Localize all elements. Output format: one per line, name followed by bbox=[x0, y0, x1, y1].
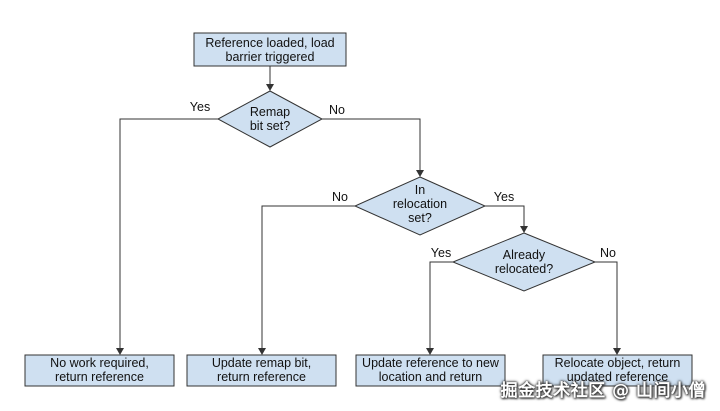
arrowhead bbox=[258, 348, 266, 355]
decision-relocation-line2: relocation bbox=[393, 197, 447, 211]
edge-relocated-no bbox=[595, 261, 618, 348]
arrowhead bbox=[613, 348, 621, 355]
node-relocate-object-line1: Relocate object, return bbox=[555, 356, 681, 370]
edge-relocation-yes bbox=[485, 205, 525, 226]
node-no-work: No work required, return reference bbox=[24, 354, 175, 387]
edge-remap-yes bbox=[119, 118, 218, 348]
watermark: 掘金技术社区 @ 山间小僧 bbox=[500, 381, 706, 401]
decision-relocation-line1: In bbox=[415, 183, 425, 197]
arrowhead bbox=[426, 348, 434, 355]
decision-remap-line2: bit set? bbox=[250, 119, 290, 133]
decision-relocation-line3: set? bbox=[408, 211, 432, 225]
arrowhead bbox=[416, 170, 424, 177]
arrowhead bbox=[116, 348, 124, 355]
label-relocated-yes: Yes bbox=[431, 246, 451, 260]
node-update-remap-line1: Update remap bit, bbox=[212, 356, 311, 370]
node-update-remap: Update remap bit, return reference bbox=[186, 354, 337, 387]
label-remap-yes: Yes bbox=[190, 100, 210, 114]
decision-remap-line1: Remap bbox=[250, 105, 290, 119]
arrowhead bbox=[266, 84, 274, 91]
label-relocation-no: No bbox=[332, 190, 348, 204]
node-no-work-line2: return reference bbox=[55, 370, 144, 384]
decision-relocation: In relocation set? bbox=[353, 176, 487, 236]
node-update-reference-line1: Update reference to new bbox=[362, 356, 500, 370]
edge-relocated-yes bbox=[429, 261, 453, 348]
node-update-reference-line2: location and return bbox=[379, 370, 483, 384]
node-start-line1: Reference loaded, load bbox=[205, 36, 334, 50]
label-relocation-yes: Yes bbox=[494, 190, 514, 204]
edge-remap-no bbox=[322, 118, 421, 170]
node-update-reference: Update reference to new location and ret… bbox=[355, 354, 506, 387]
arrowhead bbox=[520, 226, 528, 233]
node-relocate-object-line2: updated reference bbox=[567, 370, 669, 384]
node-no-work-line1: No work required, bbox=[50, 356, 149, 370]
node-relocate-object: Relocate object, return updated referenc… bbox=[542, 354, 693, 387]
decision-remap: Remap bit set? bbox=[216, 90, 324, 148]
label-relocated-no: No bbox=[600, 246, 616, 260]
decision-relocated-line2: relocated? bbox=[495, 262, 553, 276]
decision-relocated-line1: Already bbox=[503, 248, 546, 262]
decision-relocated: Already relocated? bbox=[451, 232, 597, 292]
node-update-remap-line2: return reference bbox=[217, 370, 306, 384]
edge-relocation-no bbox=[261, 205, 355, 348]
node-start-line2: barrier triggered bbox=[226, 50, 315, 64]
label-remap-no: No bbox=[329, 103, 345, 117]
node-start: Reference loaded, load barrier triggered bbox=[193, 32, 347, 67]
